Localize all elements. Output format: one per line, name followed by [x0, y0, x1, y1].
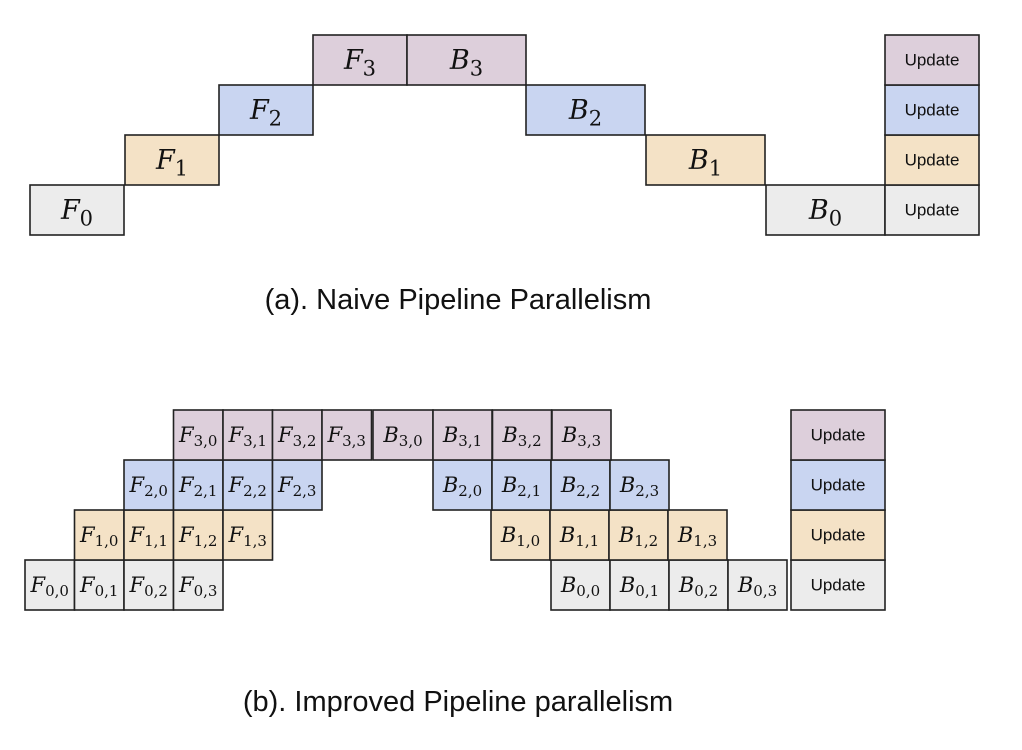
backward-cell-B2: B2 [525, 84, 646, 136]
backward-cell-B1-2: B1,2 [608, 509, 669, 561]
forward-cell-F3-0: F3,0 [172, 409, 224, 461]
svg-text:F0,3: F0,3 [178, 573, 217, 600]
svg-text:B3,3: B3,3 [561, 423, 601, 450]
backward-cell-B3-1: B3,1 [432, 409, 493, 461]
update-cell-improved-stage-0: Update [790, 559, 886, 611]
svg-text:B2,0: B2,0 [442, 473, 482, 500]
svg-text:F2,1: F2,1 [178, 473, 217, 500]
forward-cell-F2-0: F2,0 [123, 459, 175, 511]
forward-cell-F2-3: F2,3 [271, 459, 323, 511]
backward-cell-B1: B1 [645, 134, 766, 186]
forward-cell-F1: F1 [124, 134, 220, 186]
svg-text:F2,2: F2,2 [228, 473, 267, 500]
forward-cell-F2: F2 [218, 84, 314, 136]
update-cell-naive-stage-0: Update [884, 184, 980, 236]
svg-text:F3,0: F3,0 [178, 423, 217, 450]
update-cell-improved-stage-2: Update [790, 459, 886, 511]
backward-cell-B3-3: B3,3 [551, 409, 612, 461]
update-cell-improved-stage-1: Update [790, 509, 886, 561]
svg-text:B0,0: B0,0 [560, 573, 600, 600]
backward-cell-B2-1: B2,1 [491, 459, 552, 511]
forward-cell-F0-2: F0,2 [123, 559, 175, 611]
svg-text:F2,3: F2,3 [277, 473, 316, 500]
backward-cell-B3-0: B3,0 [372, 409, 434, 461]
svg-text:B1: B1 [688, 145, 722, 181]
forward-cell-F3-1: F3,1 [222, 409, 274, 461]
svg-text:B1,1: B1,1 [559, 523, 599, 550]
svg-text:F2,0: F2,0 [129, 473, 168, 500]
update-cell-naive-stage-3: Update [884, 34, 980, 86]
svg-text:Update: Update [811, 426, 866, 445]
update-cell-naive-stage-1: Update [884, 134, 980, 186]
svg-text:Update: Update [905, 201, 960, 220]
svg-text:F3,3: F3,3 [327, 423, 366, 450]
svg-text:F3,1: F3,1 [228, 423, 267, 450]
forward-cell-F2-2: F2,2 [222, 459, 274, 511]
svg-text:Update: Update [905, 51, 960, 70]
svg-text:F1,1: F1,1 [129, 523, 168, 550]
svg-text:F1,2: F1,2 [178, 523, 217, 550]
caption-improved: (b). Improved Pipeline parallelism [242, 686, 674, 718]
update-cell-naive-stage-2: Update [884, 84, 980, 136]
forward-cell-F1-0: F1,0 [73, 509, 125, 561]
svg-text:F1,0: F1,0 [79, 523, 118, 550]
svg-text:F0: F0 [60, 195, 93, 231]
forward-cell-F0-0: F0,0 [24, 559, 76, 611]
svg-text:F1: F1 [155, 145, 188, 181]
forward-cell-F0: F0 [29, 184, 125, 236]
forward-cell-F1-3: F1,3 [222, 509, 274, 561]
caption-naive: (a). Naive Pipeline Parallelism [264, 284, 652, 316]
svg-text:B2,3: B2,3 [619, 473, 659, 500]
forward-cell-F3: F3 [312, 34, 408, 86]
svg-text:B2,2: B2,2 [560, 473, 600, 500]
backward-cell-B1-1: B1,1 [549, 509, 610, 561]
svg-text:Update: Update [811, 526, 866, 545]
svg-text:F0,2: F0,2 [129, 573, 168, 600]
forward-cell-F1-1: F1,1 [123, 509, 175, 561]
backward-cell-B0-3: B0,3 [727, 559, 788, 611]
svg-text:F0,1: F0,1 [79, 573, 118, 600]
svg-text:B1,2: B1,2 [618, 523, 658, 550]
svg-text:B1,3: B1,3 [677, 523, 717, 550]
forward-cell-F2-1: F2,1 [172, 459, 224, 511]
forward-cell-F0-3: F0,3 [172, 559, 224, 611]
backward-cell-B2-0: B2,0 [432, 459, 493, 511]
svg-text:B0: B0 [808, 195, 842, 231]
update-cell-improved-stage-3: Update [790, 409, 886, 461]
svg-text:B3,0: B3,0 [382, 423, 422, 450]
backward-cell-B3-2: B3,2 [491, 409, 553, 461]
svg-text:B3,1: B3,1 [442, 423, 482, 450]
backward-cell-B1-0: B1,0 [490, 509, 551, 561]
svg-text:B3: B3 [449, 45, 483, 81]
svg-text:Update: Update [905, 101, 960, 120]
backward-cell-B0-1: B0,1 [609, 559, 670, 611]
forward-cell-F0-1: F0,1 [73, 559, 125, 611]
svg-text:F3: F3 [343, 45, 376, 81]
backward-cell-B0: B0 [765, 184, 886, 236]
backward-cell-B2-3: B2,3 [609, 459, 670, 511]
backward-cell-B0-2: B0,2 [668, 559, 729, 611]
forward-cell-F3-3: F3,3 [321, 409, 373, 461]
svg-text:B0,3: B0,3 [737, 573, 777, 600]
svg-text:B3,2: B3,2 [501, 423, 541, 450]
backward-cell-B1-3: B1,3 [667, 509, 728, 561]
svg-text:Update: Update [905, 151, 960, 170]
svg-text:F3,2: F3,2 [277, 423, 316, 450]
forward-cell-F3-2: F3,2 [271, 409, 323, 461]
forward-cell-F1-2: F1,2 [172, 509, 224, 561]
backward-cell-B2-2: B2,2 [550, 459, 611, 511]
svg-text:B2,1: B2,1 [501, 473, 541, 500]
svg-text:B1,0: B1,0 [500, 523, 540, 550]
backward-cell-B0-0: B0,0 [550, 559, 611, 611]
svg-text:B0,1: B0,1 [619, 573, 659, 600]
svg-text:F2: F2 [249, 95, 282, 131]
svg-text:B2: B2 [568, 95, 602, 131]
backward-cell-B3: B3 [406, 34, 527, 86]
svg-text:B0,2: B0,2 [678, 573, 718, 600]
svg-text:Update: Update [811, 476, 866, 495]
svg-text:F1,3: F1,3 [228, 523, 267, 550]
svg-text:Update: Update [811, 576, 866, 595]
svg-text:F0,0: F0,0 [30, 573, 69, 600]
